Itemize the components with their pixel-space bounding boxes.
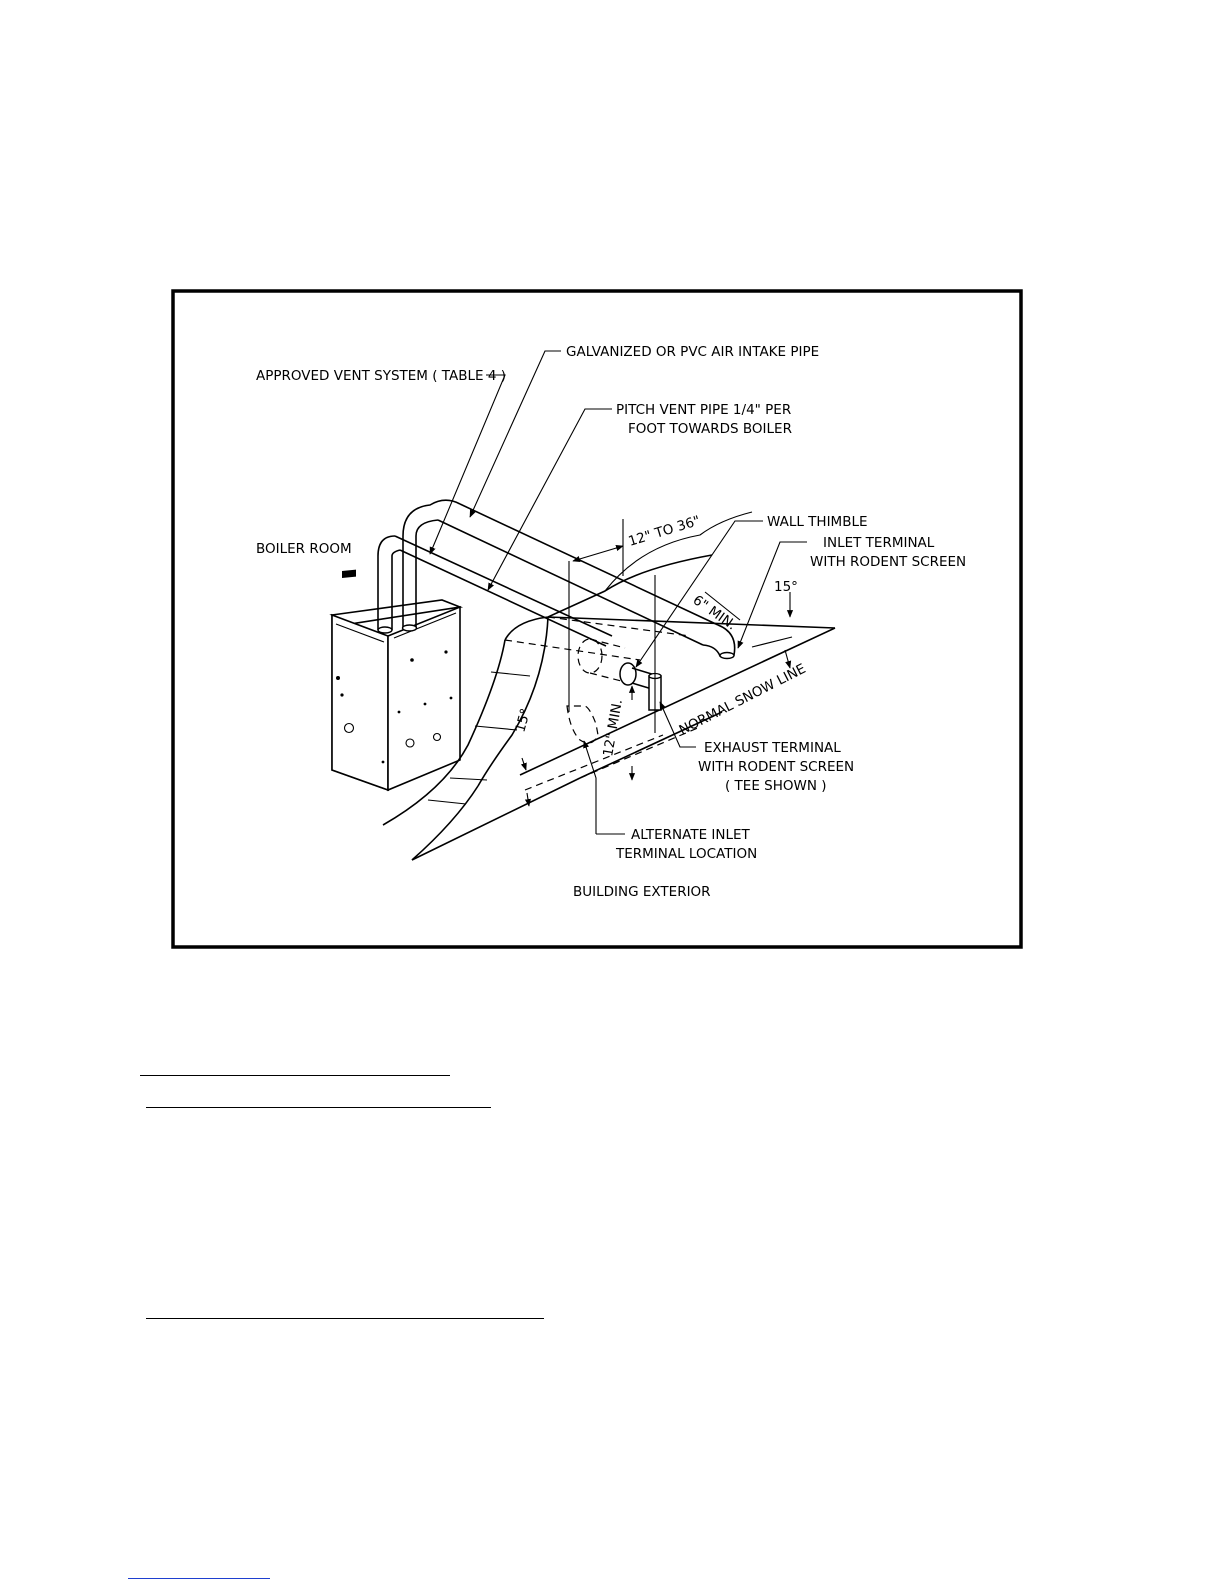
label-exhaust-terminal-line1: EXHAUST TERMINAL	[704, 740, 841, 756]
hidden-lines	[504, 616, 701, 791]
boiler-unit	[329, 569, 464, 792]
label-air-intake-pipe: GALVANIZED OR PVC AIR INTAKE PIPE	[566, 344, 819, 360]
leader-lines	[429, 350, 807, 835]
divider-rule-3	[146, 1318, 544, 1319]
label-approved-vent-system: APPROVED VENT SYSTEM ( TABLE 4 )	[256, 368, 506, 384]
label-pitch-vent-line1: PITCH VENT PIPE 1/4" PER	[616, 402, 791, 418]
label-boiler-room: BOILER ROOM	[256, 541, 352, 557]
label-angle-15-right: 15°	[774, 579, 798, 595]
label-angle-15-left: 15°	[512, 707, 534, 734]
air-intake-pipe	[401, 499, 736, 660]
label-inlet-terminal-line1: INLET TERMINAL	[823, 535, 935, 551]
label-span-12-to-36: 12" TO 36"	[626, 513, 702, 550]
label-pitch-vent-line2: FOOT TOWARDS BOILER	[628, 421, 792, 437]
label-alternate-inlet-line1: ALTERNATE INLET	[631, 827, 751, 843]
exterior-wall	[382, 511, 836, 861]
divider-rule-2	[146, 1107, 491, 1108]
label-building-exterior: BUILDING EXTERIOR	[573, 884, 711, 900]
label-exhaust-terminal-line2: WITH RODENT SCREEN	[698, 759, 854, 775]
alternate-inlet	[566, 705, 599, 744]
footer-link-underline[interactable]	[128, 1578, 270, 1579]
figure-frame	[171, 289, 1023, 949]
dimension-lines	[520, 519, 794, 807]
label-wall-thimble: WALL THIMBLE	[767, 514, 868, 530]
divider-rule-1	[140, 1075, 450, 1076]
label-normal-snow-line: NORMAL SNOW LINE	[677, 661, 809, 739]
label-inlet-terminal-line2: WITH RODENT SCREEN	[810, 554, 966, 570]
label-exhaust-terminal-line3: ( TEE SHOWN )	[725, 778, 827, 794]
label-alternate-inlet-line2: TERMINAL LOCATION	[615, 846, 757, 862]
